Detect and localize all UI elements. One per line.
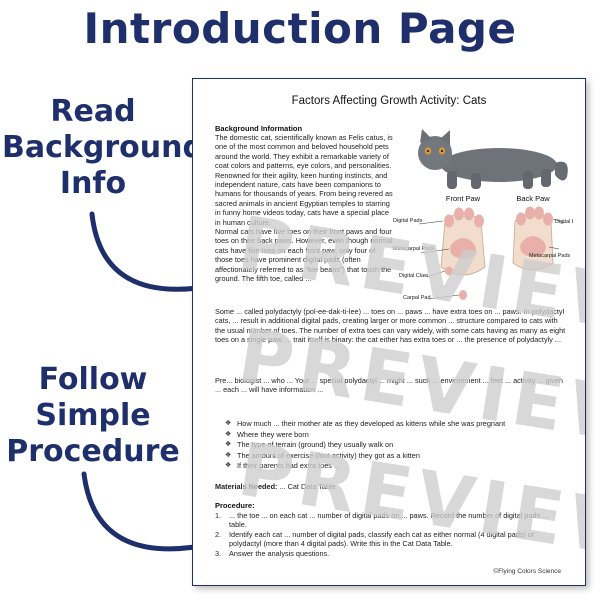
step-number: 1. [215, 511, 222, 520]
factor-list: How much ... their mother ate as they de… [225, 419, 565, 472]
materials-line: Materials Needed: ... Cat Data Table [215, 482, 336, 491]
list-item: If their parents had extra toes ... [225, 461, 565, 472]
procedure-step: 2. Identify each cat ... number of digita… [215, 530, 567, 549]
list-item: How much ... their mother ate as they de… [225, 419, 565, 430]
cat-illustration [418, 129, 568, 189]
read-background-label: Read Background Info [2, 94, 204, 202]
background-paragraph-3: Some ... called polydactyly (pol-ee-dak-… [215, 307, 566, 345]
worksheet-preview: Factors Affecting Growth Activity: Cats … [192, 78, 586, 586]
page-title: Introduction Page [83, 4, 517, 53]
materials-value: ... Cat Data Table [279, 482, 336, 491]
list-item: The amount of exercise (foot activity) t… [225, 451, 565, 462]
background-paragraph-1: The domestic cat, scientifically known a… [215, 133, 393, 227]
arrow-to-background [89, 211, 215, 292]
metacarpal-pads-label-front: Metacarpal Pads [393, 246, 435, 252]
paw-diagram: Front Paw Back Paw Digital Pads Metacarp… [393, 194, 573, 301]
procedure-step: 1. ... the toe ... on each cat ... number… [215, 511, 567, 530]
list-item: Where they were born [225, 430, 565, 441]
label-line: Background [2, 130, 204, 165]
step-text: Answer the analysis questions. [229, 548, 330, 558]
procedure-steps: 1. ... the toe ... on each cat ... number… [215, 511, 567, 558]
list-item: The type of terrain (ground) they usuall… [225, 440, 565, 451]
worksheet-title: Factors Affecting Growth Activity: Cats [291, 95, 487, 107]
label-line: Info [59, 166, 127, 201]
procedure-heading: Procedure: [215, 501, 255, 510]
procedure-step: 3. Answer the analysis questions. [215, 549, 567, 558]
materials-label: Materials Needed: [215, 482, 278, 491]
front-paw-label: Front Paw [446, 194, 481, 203]
copyright-footer: ©Flying Colors Science [493, 568, 561, 575]
step-text: ... the toe ... on each cat ... number o… [229, 511, 549, 530]
label-line: Follow [38, 362, 148, 397]
background-paragraph-4: Pre... biologist ... who ... Your ... sp… [215, 376, 563, 395]
step-number: 2. [215, 529, 222, 539]
label-line: Read [50, 94, 136, 129]
label-line: Procedure [6, 434, 180, 469]
background-heading: Background Information [215, 124, 303, 133]
digital-claw-label: Digital Claw [399, 273, 428, 279]
back-paw-label: Back Paw [516, 194, 550, 203]
digital-pads-label-back: Digital Pads [555, 219, 573, 225]
label-line: Simple [35, 398, 151, 433]
step-number: 3. [215, 548, 222, 558]
metacarpal-pads-label-back: Metacarpal Pads [529, 253, 571, 259]
follow-procedure-label: Follow Simple Procedure [0, 362, 186, 470]
carpal-pad-label: Carpal Pad [403, 295, 431, 301]
step-text: Identify each cat ... number of digital … [229, 529, 535, 549]
background-paragraph-2: Normal cats have five toes on their fron… [215, 227, 393, 284]
arrow-to-procedure [81, 471, 215, 552]
digital-pads-label-front: Digital Pads [393, 218, 423, 224]
